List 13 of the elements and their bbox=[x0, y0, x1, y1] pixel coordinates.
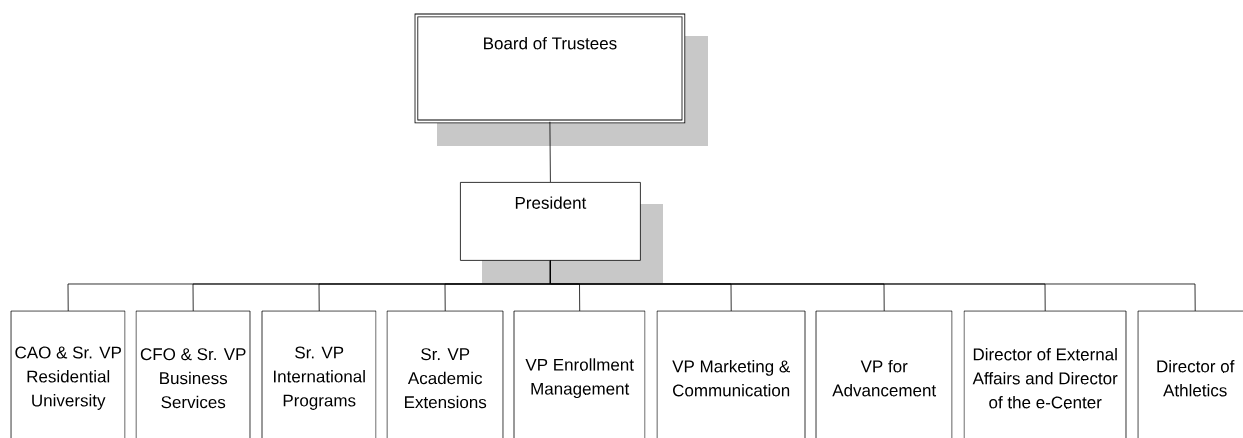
org-box: Sr. VP Academic Extensions bbox=[386, 310, 504, 438]
org-box: Director of External Affairs and Director of the e-Center bbox=[963, 310, 1127, 438]
org-box: Board of Trustees bbox=[414, 13, 686, 124]
org-box: VP Marketing & Communication bbox=[656, 310, 806, 438]
org-box: VP for Advancement bbox=[815, 310, 953, 438]
org-box: President bbox=[460, 182, 641, 261]
connector-line bbox=[549, 121, 551, 183]
org-box: CAO & Sr. VP Residential University bbox=[10, 310, 126, 438]
org-box: CFO & Sr. VP Business Services bbox=[135, 310, 251, 438]
connector-line bbox=[550, 260, 1196, 312]
org-box: VP Enrollment Management bbox=[513, 310, 646, 438]
org-box: Director of Athletics bbox=[1137, 310, 1243, 438]
org-box: Sr. VP International Programs bbox=[261, 310, 377, 438]
